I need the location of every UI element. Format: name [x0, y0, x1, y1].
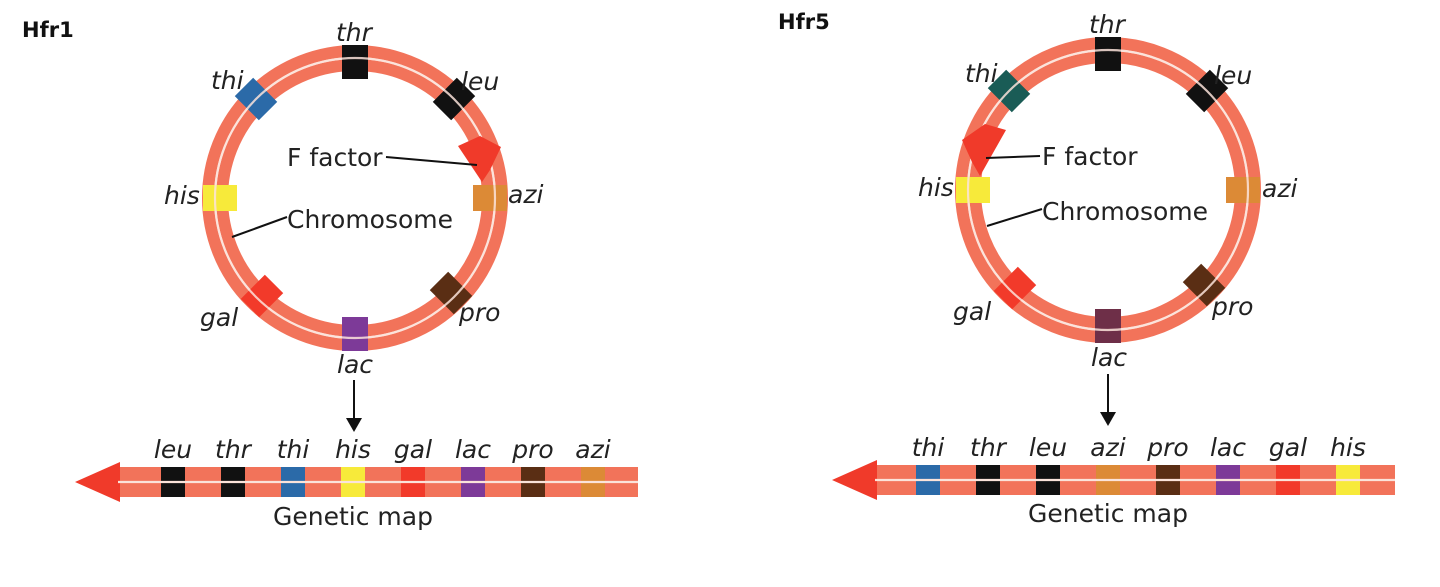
ring-label-azi: azi — [508, 180, 543, 209]
map-label-his: his — [1330, 433, 1366, 462]
ring-label-pro: pro — [458, 298, 500, 327]
panel-title-hfr5: Hfr5 — [778, 10, 830, 34]
ring-label-his: his — [918, 173, 954, 202]
panel-hfr5: Hfr5 F factor Chromosome thr leu azi pro… — [778, 10, 1395, 528]
f-factor-label-hfr5: F factor — [1042, 142, 1138, 171]
ring-label-thr: thr — [336, 18, 374, 47]
map-label-thr: thr — [970, 433, 1008, 462]
chromosome-label-hfr1: Chromosome — [287, 205, 453, 234]
map-label-thi: thi — [912, 433, 945, 462]
map-label-his: his — [335, 435, 371, 464]
ring-marker-thr — [1095, 37, 1121, 71]
ring-label-gal: gal — [953, 297, 991, 326]
ring-marker-gal — [240, 274, 284, 318]
map-label-pro: pro — [1146, 433, 1188, 462]
map-label-lac: lac — [1210, 433, 1246, 462]
ring-marker-gal — [993, 266, 1037, 310]
panel-title-hfr1: Hfr1 — [22, 18, 74, 42]
f-factor-arrow-hfr5 — [962, 124, 1006, 176]
ring-marker-thr — [342, 45, 368, 79]
ring-marker-his — [956, 177, 990, 203]
f-factor-pointer-hfr1 — [385, 156, 478, 166]
map-label-leu: leu — [1029, 433, 1067, 462]
ring-label-leu: leu — [1214, 61, 1252, 90]
ring-marker-azi — [473, 185, 507, 211]
transfer-arrow-head-hfr5 — [1100, 412, 1116, 426]
transfer-arrow-head-hfr1 — [346, 418, 362, 432]
map-direction-arrow-hfr1 — [75, 462, 120, 502]
ring-strand-overlay-hfr1 — [213, 56, 497, 340]
map-label-azi: azi — [1090, 433, 1125, 462]
f-factor-label-hfr1: F factor — [287, 143, 383, 172]
ring-marker-lac — [1095, 309, 1121, 343]
ring-label-azi: azi — [1262, 174, 1297, 203]
ring-marker-pro — [1182, 263, 1226, 307]
map-label-azi: azi — [575, 435, 610, 464]
ring-label-his: his — [164, 181, 200, 210]
chromosome-label-hfr5: Chromosome — [1042, 197, 1208, 226]
map-label-lac: lac — [455, 435, 491, 464]
map-label-gal: gal — [1269, 433, 1307, 462]
map-label-pro: pro — [511, 435, 553, 464]
map-direction-arrow-hfr5 — [832, 460, 877, 500]
ring-strand-overlay-hfr5 — [966, 48, 1250, 332]
genetic-map-hfr1: leu thr thi his gal lac pro azi Genetic … — [75, 435, 638, 531]
f-factor-pointer-hfr5 — [985, 155, 1041, 159]
ring-marker-lac — [342, 317, 368, 351]
ring-label-lac: lac — [337, 350, 373, 379]
map-label-thi: thi — [277, 435, 310, 464]
ring-label-leu: leu — [461, 67, 499, 96]
ring-label-thi: thi — [211, 66, 244, 95]
ring-label-lac: lac — [1091, 343, 1127, 372]
ring-label-thi: thi — [965, 59, 998, 88]
ring-marker-pro — [429, 271, 473, 315]
ring-label-thr: thr — [1089, 10, 1127, 39]
f-factor-arrow-hfr1 — [458, 136, 501, 182]
chromosome-pointer-hfr5 — [986, 208, 1043, 227]
chromosome-pointer-hfr1 — [231, 216, 288, 238]
ring-label-pro: pro — [1211, 292, 1253, 321]
genetic-map-hfr5: thi thr leu azi pro lac gal his Genetic … — [832, 433, 1395, 528]
ring-marker-azi — [1226, 177, 1260, 203]
genetic-map-label-hfr1: Genetic map — [273, 502, 433, 531]
genetic-map-label-hfr5: Genetic map — [1028, 499, 1188, 528]
panel-hfr1: Hfr1 F factor Chromosome thr leu azi pro… — [22, 18, 638, 531]
map-label-leu: leu — [154, 435, 192, 464]
map-label-gal: gal — [394, 435, 432, 464]
ring-marker-his — [203, 185, 237, 211]
map-label-thr: thr — [215, 435, 253, 464]
ring-label-gal: gal — [200, 303, 238, 332]
